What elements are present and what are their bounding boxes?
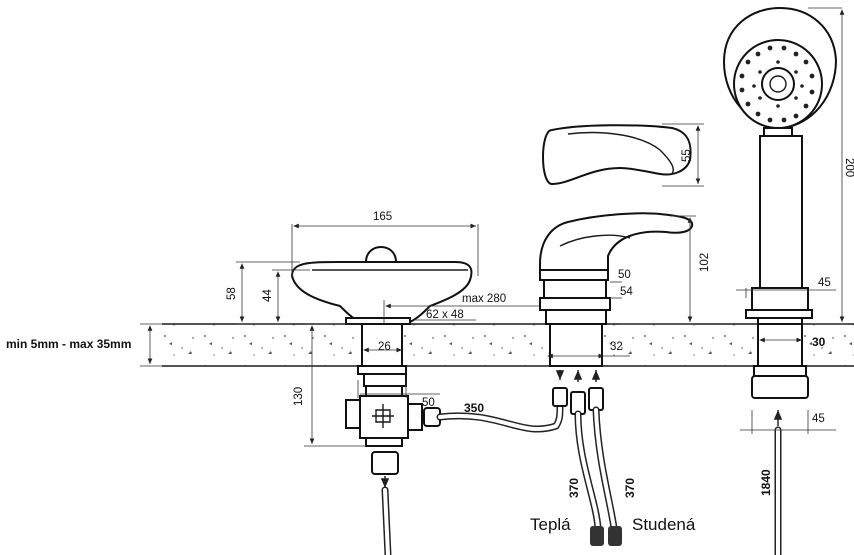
dim-165: 165 [373, 211, 392, 223]
mixer-dimensions [547, 215, 696, 359]
diverter-under-deck [345, 323, 441, 488]
dim-1840: 1840 [759, 469, 773, 496]
shower-holder-under-deck [751, 323, 809, 426]
mixer-supply-connectors [552, 370, 604, 415]
supply-hoses-370 [574, 406, 622, 546]
dim-54: 54 [620, 286, 633, 298]
diverter-130-dimension [304, 323, 366, 447]
deck-thickness-label: min 5mm - max 35mm [6, 337, 131, 351]
dim-max-280: max 280 [462, 293, 506, 305]
spout [542, 124, 692, 186]
dim-102: 102 [699, 253, 711, 272]
dim-370-cold: 370 [623, 478, 637, 498]
dim-50-mixer: 50 [618, 269, 631, 281]
dim-44: 44 [262, 289, 274, 302]
hot-water-label: Teplá [530, 515, 571, 534]
dim-200: 200 [843, 158, 854, 177]
nut-50-dimension [357, 380, 440, 398]
hand-shower-handle [745, 127, 813, 325]
shower-dimensions [736, 7, 848, 434]
dim-45-top: 45 [818, 277, 831, 289]
deck-thickness-dimension [140, 323, 162, 367]
cold-water-label: Studená [632, 515, 696, 534]
dim-62x48: 62 x 48 [426, 309, 464, 321]
dim-32: 32 [610, 341, 623, 353]
spout-height-dimension [662, 123, 704, 187]
dim-30: 30 [812, 335, 826, 349]
dim-58: 58 [226, 287, 238, 300]
dim-55: 55 [681, 149, 693, 162]
dim-370-hot: 370 [567, 478, 581, 498]
dim-26: 26 [378, 341, 391, 353]
dim-350: 350 [464, 401, 484, 415]
countertop [162, 323, 854, 367]
diverter-outlet-hose [381, 486, 392, 555]
dim-50-nut: 50 [422, 397, 435, 409]
hose-350 [436, 401, 564, 433]
knob-width-dimension [291, 223, 479, 276]
hand-shower-head [722, 6, 838, 130]
knob-height-dimensions [236, 261, 310, 325]
dim-45-bottom: 45 [812, 413, 825, 425]
dim-130: 130 [293, 387, 305, 406]
